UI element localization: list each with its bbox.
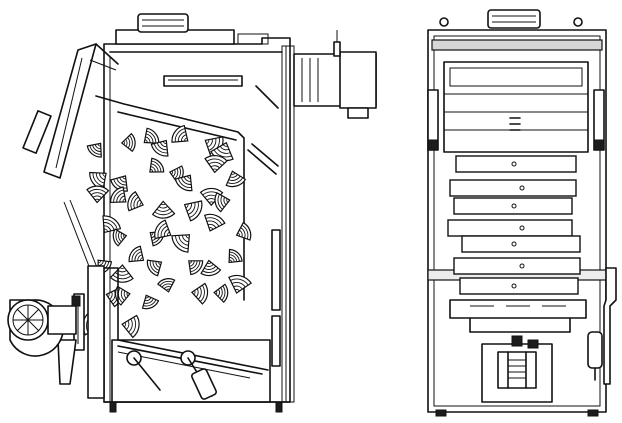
bolt-dot xyxy=(519,225,525,231)
wood-log xyxy=(204,155,228,174)
bolt-dot xyxy=(511,241,517,247)
wood-log xyxy=(121,314,140,339)
internal-plate xyxy=(447,219,573,237)
internal-plates xyxy=(447,155,581,295)
internal-plate xyxy=(449,179,577,197)
wood-log xyxy=(112,228,128,247)
internal-plate xyxy=(453,257,581,275)
fuel-hopper xyxy=(63,75,279,301)
loading-door-open xyxy=(22,43,119,179)
wood-log xyxy=(141,294,160,310)
wood-log xyxy=(157,278,176,293)
side-section-view xyxy=(7,13,377,413)
top-housing-side xyxy=(137,13,189,33)
side-hinges xyxy=(427,17,605,151)
wood-log xyxy=(110,186,127,204)
bolt-dot xyxy=(519,185,525,191)
wood-log xyxy=(109,264,134,283)
combustion-chamber xyxy=(103,229,281,403)
wood-log xyxy=(150,139,169,157)
wood-log xyxy=(154,219,172,240)
external-pipe xyxy=(587,267,617,385)
bolt-dot xyxy=(519,263,525,269)
wood-log xyxy=(228,248,243,264)
feet-side xyxy=(103,401,291,413)
ash-chamber xyxy=(481,335,553,403)
wood-log xyxy=(128,245,145,263)
wood-log xyxy=(188,260,204,276)
ash-door xyxy=(57,265,217,400)
internal-plate xyxy=(461,235,581,253)
wood-log xyxy=(127,191,144,212)
bolt-dot xyxy=(511,203,517,209)
bolt-dot xyxy=(511,161,517,167)
wood-log xyxy=(146,259,163,277)
wood-log xyxy=(225,170,247,188)
wood-log xyxy=(171,124,189,143)
blower-fan xyxy=(7,295,81,357)
internal-plate xyxy=(459,277,579,295)
front-view xyxy=(427,9,617,417)
wood-log xyxy=(235,221,252,241)
wood-log xyxy=(102,215,122,234)
wood-log xyxy=(149,157,165,173)
wood-log xyxy=(214,192,231,213)
wood-log xyxy=(190,282,209,305)
wood-logs xyxy=(82,124,252,339)
lower-distributor xyxy=(449,299,587,333)
wood-log xyxy=(120,132,136,153)
wood-log xyxy=(151,200,176,219)
wood-log xyxy=(183,200,203,222)
feet-front xyxy=(435,409,599,417)
wood-log xyxy=(213,283,229,303)
wood-log xyxy=(200,259,222,277)
wood-log xyxy=(228,274,252,294)
bolt-dot xyxy=(511,283,517,289)
wood-log xyxy=(174,174,193,192)
upper-opening xyxy=(443,61,589,153)
wood-log xyxy=(86,142,102,158)
wood-log xyxy=(203,213,226,232)
wood-log xyxy=(171,234,191,253)
wood-log xyxy=(86,185,110,204)
flue-outlet xyxy=(293,30,377,119)
